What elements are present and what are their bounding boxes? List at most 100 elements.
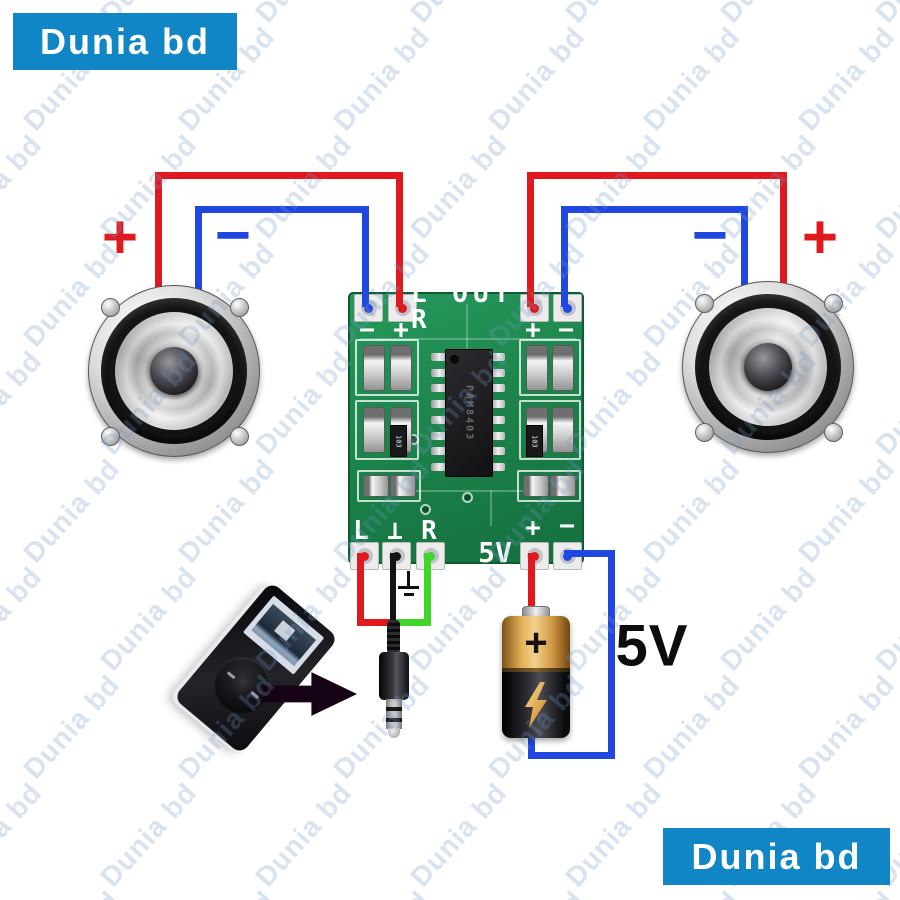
- pcb-trace: [490, 490, 492, 526]
- resistor-103: 103: [526, 425, 543, 457]
- ic-pin: [490, 384, 505, 393]
- capacitor: [526, 344, 548, 391]
- capacitor-cluster: [355, 400, 419, 460]
- resistor-103: 103: [390, 425, 407, 457]
- wire-audio-left: [357, 619, 397, 626]
- capacitor: [552, 407, 574, 453]
- resistor-label: 103: [394, 434, 403, 448]
- wire-audio-ground: [390, 553, 396, 623]
- pad-hole: [392, 551, 401, 561]
- ic-pin1-dot: [450, 355, 459, 364]
- pcb-via: [462, 492, 473, 503]
- pad-left-out-negative: [354, 294, 383, 322]
- watermark-text: Dunia bd: [172, 885, 281, 900]
- jack-strain-relief: [387, 620, 400, 654]
- audio-player: [170, 581, 340, 755]
- pad-input-left: [350, 542, 379, 570]
- battery-5v: +: [502, 606, 570, 738]
- wire-left-speaker-negative: [362, 206, 369, 307]
- battery-body: +: [502, 616, 570, 738]
- watermark-text: Dunia bd: [0, 776, 48, 893]
- brand-banner-bottom-right: Dunia bd: [663, 828, 890, 885]
- watermark-text: Dunia bd: [559, 128, 668, 245]
- jack-plug-tip-rings: [386, 699, 402, 729]
- ic-pin: [431, 384, 446, 393]
- capacitor: [552, 344, 574, 391]
- capacitor: [362, 344, 385, 391]
- pad-hole: [398, 303, 407, 313]
- screw-icon: [230, 427, 249, 446]
- brand-name: Dunia bd: [40, 20, 210, 62]
- watermark-text: Dunia bd: [482, 20, 591, 137]
- ic-pin: [490, 447, 505, 456]
- speaker-dust-cap: [150, 347, 198, 395]
- battery-divider: [502, 668, 570, 672]
- watermark-text: Dunia bd: [559, 776, 668, 893]
- watermark-text: Dunia bd: [17, 885, 126, 900]
- watermark-text: Dunia bd: [0, 344, 48, 461]
- left-speaker-plus-label: +: [101, 203, 139, 272]
- ic-pins-right: [490, 349, 505, 475]
- watermark-text: Dunia bd: [404, 0, 513, 29]
- screw-icon: [101, 298, 120, 317]
- watermark-text: Dunia bd: [17, 452, 126, 569]
- capacitor: [549, 475, 576, 497]
- brand-banner-top-left: Dunia bd: [13, 13, 237, 70]
- wire-left-speaker-positive: [396, 172, 403, 307]
- watermark-text: Dunia bd: [249, 128, 358, 245]
- watermark-text: Dunia bd: [0, 560, 48, 677]
- wire-power-negative: [528, 726, 535, 759]
- watermark-text: Dunia bd: [792, 885, 900, 900]
- watermark-text: Dunia bd: [559, 0, 668, 29]
- watermark-text: Dunia bd: [482, 885, 591, 900]
- ic-pin: [431, 415, 446, 424]
- watermark-text: Dunia bd: [172, 452, 281, 569]
- right-speaker: [682, 281, 854, 453]
- brand-name: Dunia bd: [691, 835, 862, 877]
- pad-hole: [360, 551, 369, 561]
- battery-plus-label: +: [524, 621, 548, 665]
- capacitor: [389, 475, 416, 497]
- watermark-text: Dunia bd: [869, 561, 900, 677]
- silkscreen-input-right: R: [421, 516, 437, 546]
- wire-left-speaker-negative: [195, 206, 202, 292]
- screw-icon: [230, 298, 249, 317]
- pcb-trace: [410, 490, 530, 492]
- ic-pin: [431, 400, 446, 409]
- ic-pin: [490, 368, 505, 377]
- ic-pin: [431, 431, 446, 440]
- ground-symbol-icon: [404, 593, 414, 596]
- pcb-trace: [466, 304, 468, 350]
- audio-player-body: [173, 581, 339, 755]
- watermark-text: Dunia bd: [792, 668, 900, 785]
- wire-right-speaker-negative: [741, 206, 748, 292]
- silkscreen-input-ground: ⊥: [387, 516, 403, 546]
- ic-label: PAM8403: [463, 384, 475, 442]
- screw-icon: [695, 294, 714, 313]
- wire-audio-left: [357, 553, 364, 626]
- watermark-text: Dunia bd: [0, 128, 48, 245]
- supply-voltage-label: 5V: [615, 613, 689, 679]
- screw-icon: [101, 427, 120, 446]
- screw-icon: [695, 423, 714, 442]
- battery-top: +: [502, 616, 570, 668]
- watermark-text: Dunia bd: [17, 668, 126, 785]
- ground-symbol-icon: [407, 571, 410, 586]
- wire-right-speaker-positive: [527, 172, 534, 307]
- wire-audio-right: [395, 619, 431, 626]
- capacitor: [522, 475, 549, 497]
- watermark-text: Dunia bd: [637, 452, 746, 569]
- left-speaker: [88, 285, 260, 457]
- ic-pin: [431, 447, 446, 456]
- silkscreen-5v: 5V: [478, 536, 512, 569]
- wire-power-negative: [564, 550, 615, 557]
- watermark-text: Dunia bd: [714, 560, 823, 677]
- right-speaker-plus-label: +: [801, 203, 839, 272]
- ic-pin: [431, 352, 446, 361]
- right-speaker-minus-label: −: [691, 201, 729, 270]
- album-art: [251, 604, 317, 667]
- silkscreen-l-out-r: L OUT R: [411, 279, 515, 335]
- watermark-text: Dunia bd: [249, 344, 358, 461]
- pad-right-out-positive: [520, 294, 549, 322]
- silkscreen-sign: +: [525, 513, 541, 543]
